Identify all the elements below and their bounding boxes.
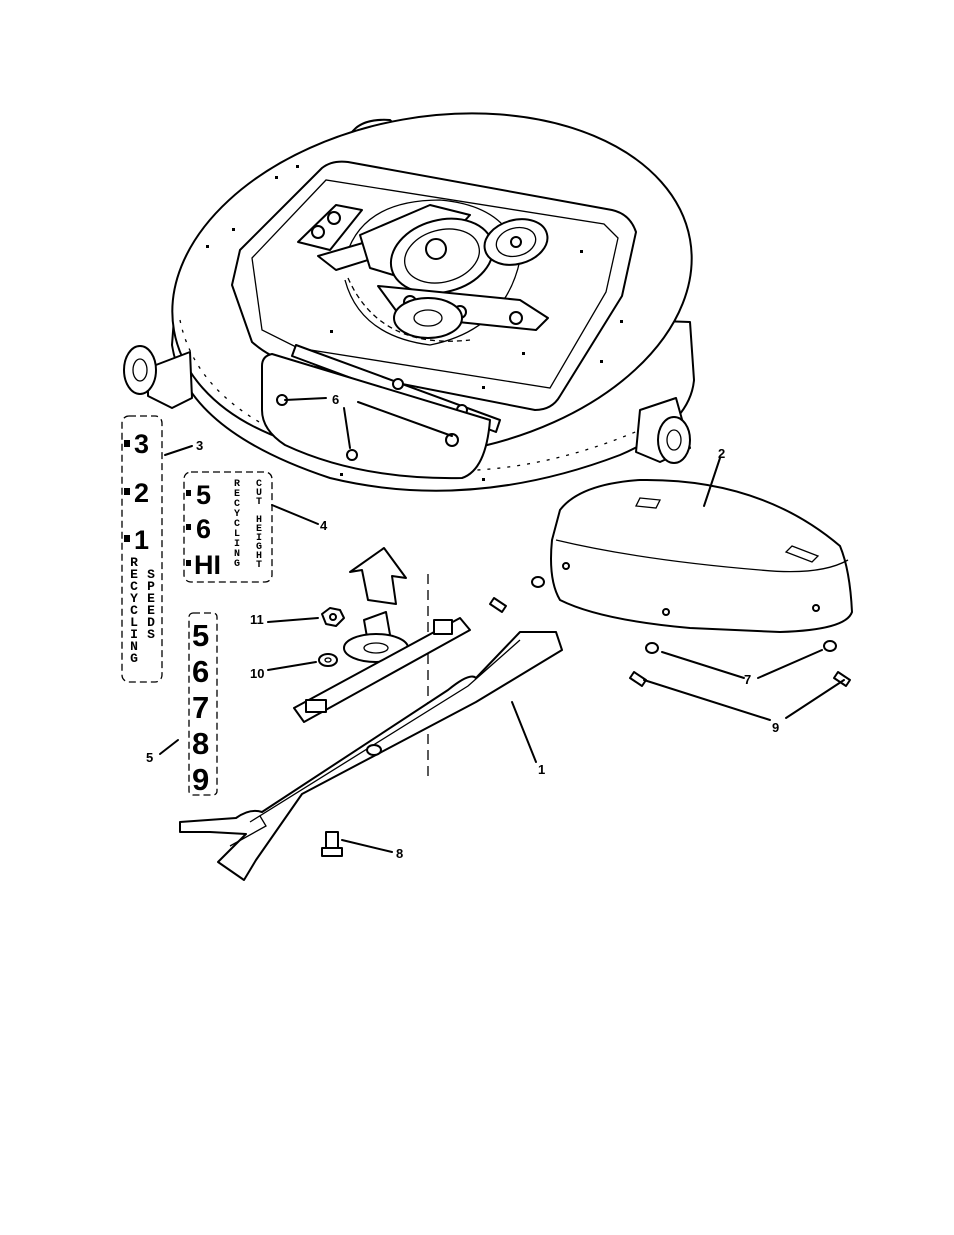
decal-number-strip: 5 6 7 8 9 xyxy=(188,612,218,797)
callout-10: 10 xyxy=(250,666,264,681)
washer-10 xyxy=(318,653,338,667)
mower-blade xyxy=(179,631,563,881)
callout-6: 6 xyxy=(332,392,339,407)
direction-arrow xyxy=(349,547,407,605)
callout-9: 9 xyxy=(772,720,779,735)
decal-number-9: 9 xyxy=(192,762,209,797)
nut-11 xyxy=(321,607,345,627)
decal-speed-2: 2 xyxy=(134,478,149,508)
callout-11: 11 xyxy=(250,612,264,627)
callout-4: 4 xyxy=(320,518,328,533)
blade-bolt-8 xyxy=(321,831,343,857)
callout-7: 7 xyxy=(744,672,751,687)
decal-speed-1: 1 xyxy=(134,525,149,555)
wing-nut-and-washer-set xyxy=(489,576,851,687)
callout-8: 8 xyxy=(396,846,403,861)
left-caster-wheel xyxy=(123,345,193,409)
mower-deck xyxy=(171,112,695,492)
decal-height-6: 6 xyxy=(196,514,211,544)
callout-labels: 6 3 4 2 11 10 5 1 8 7 9 xyxy=(146,392,779,861)
decal-number-8: 8 xyxy=(192,726,209,761)
discharge-cover xyxy=(550,478,853,633)
blade-adapter xyxy=(293,611,471,723)
decal-height-hi: HI xyxy=(194,550,221,580)
callout-1: 1 xyxy=(538,762,545,777)
callout-3: 3 xyxy=(196,438,203,453)
callout-5: 5 xyxy=(146,750,153,765)
callout-2: 2 xyxy=(718,446,725,461)
decal-number-7: 7 xyxy=(192,690,209,725)
decal-number-6: 6 xyxy=(192,654,209,689)
decal-height-5: 5 xyxy=(196,480,211,510)
right-caster-wheel xyxy=(635,397,691,464)
leader-lines xyxy=(159,397,845,853)
decal-speed-3: 3 xyxy=(134,429,149,459)
decal-number-5: 5 xyxy=(192,618,209,653)
